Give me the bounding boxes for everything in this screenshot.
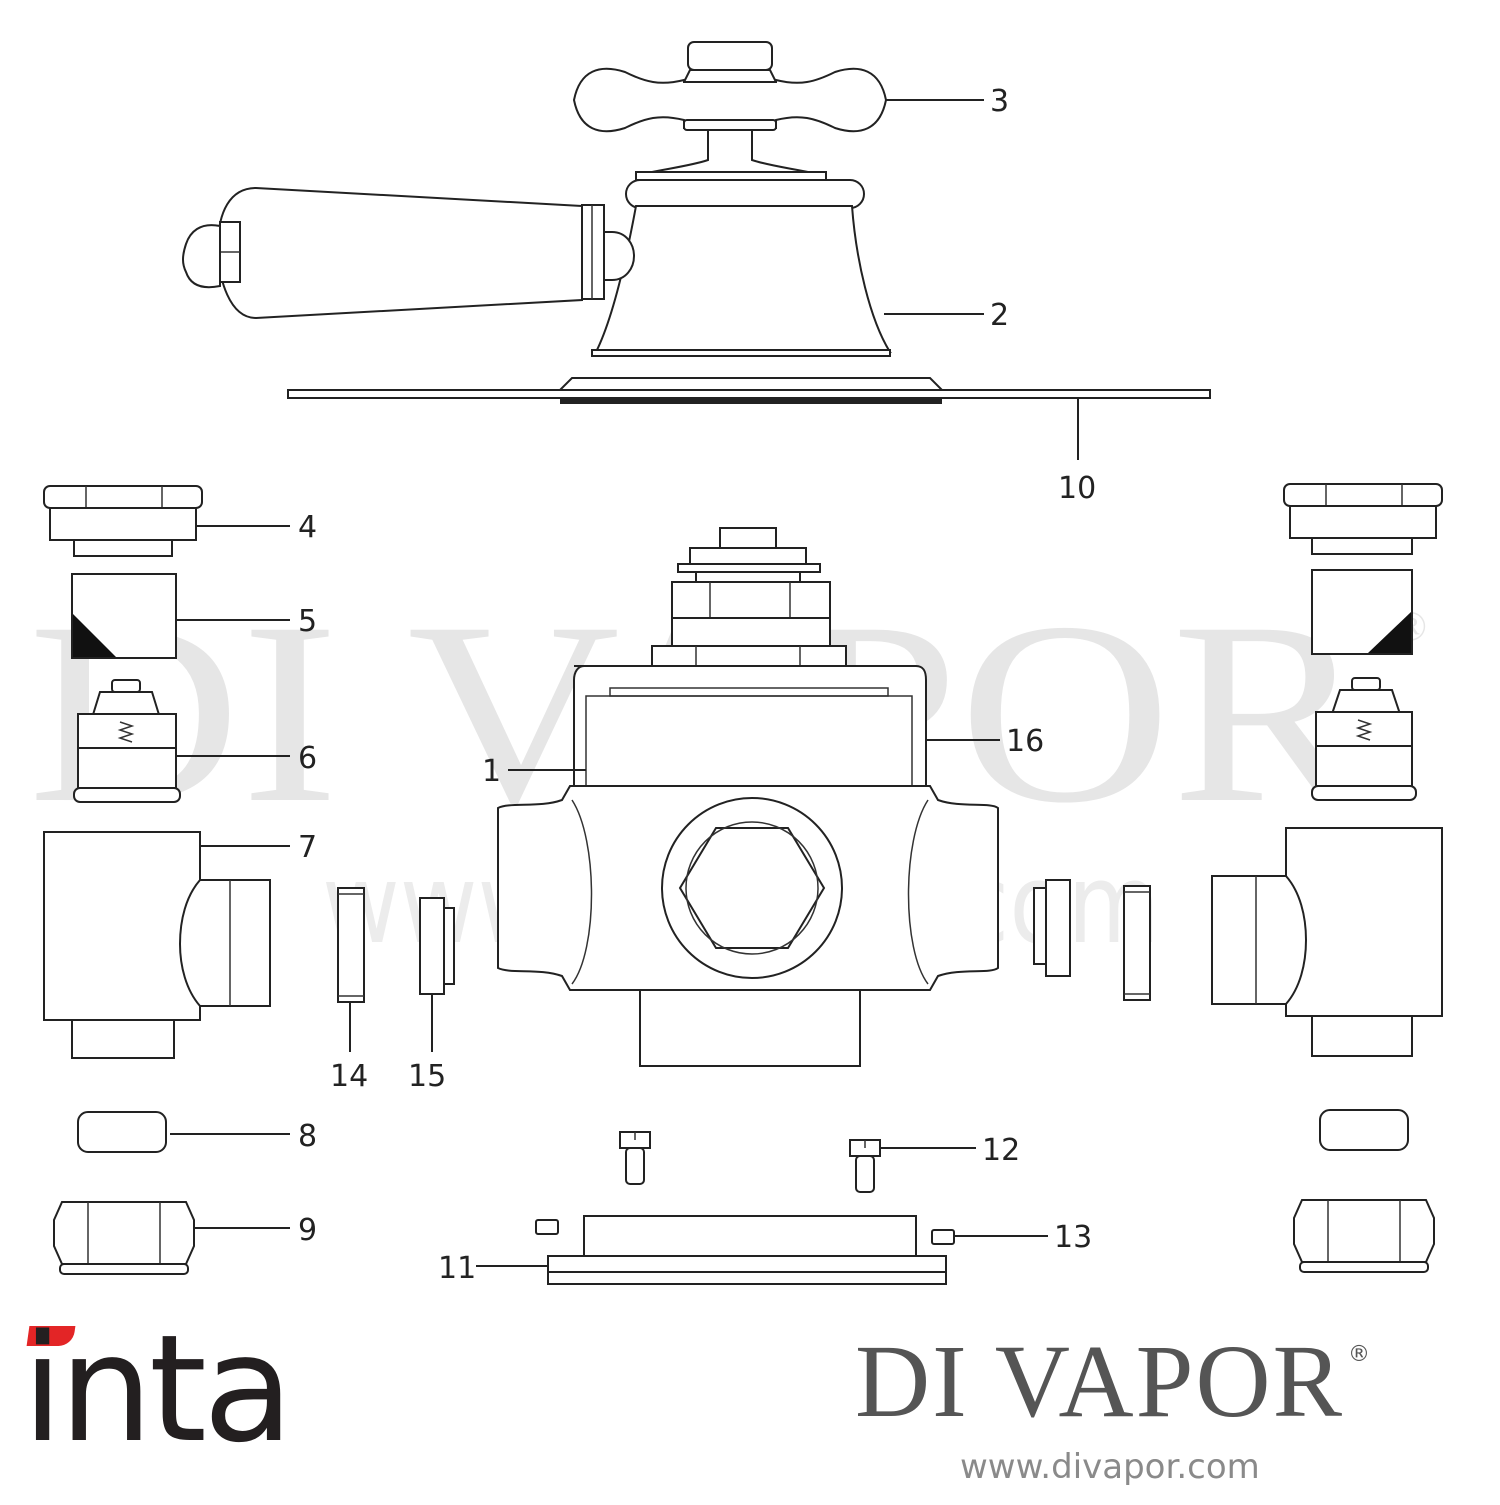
part-4-cap-right [1283,483,1443,555]
callout-10: 10 [1058,471,1096,506]
callout-4: 4 [298,510,317,545]
callout-9: 9 [298,1213,317,1248]
part-15-seal-right [1033,879,1071,977]
part-6-check-valve-right [1311,677,1417,801]
part-5-cartridge-left [71,573,177,659]
callout-13: 13 [1054,1220,1092,1255]
callout-1: 1 [482,754,501,789]
part-13-spacers [535,1219,955,1245]
callout-labels: 3 2 10 4 5 6 7 8 9 14 15 1 16 12 13 11 [298,84,1096,1286]
part-7-elbow-left [43,831,271,1059]
part-12-screws [619,1131,881,1193]
callout-14: 14 [330,1059,368,1094]
part-11-bracket [547,1215,947,1285]
part-1-valve-body [497,527,999,1067]
part-14-washer [337,887,365,1003]
part-15-seal [419,897,455,995]
callout-6: 6 [298,741,317,776]
callout-3: 3 [990,84,1009,119]
part-9-nut-right [1293,1199,1435,1273]
callout-7: 7 [298,830,317,865]
part-10-plate [287,377,1211,404]
callout-2: 2 [990,298,1009,333]
part-9-nut-left [53,1201,195,1275]
part-2-lever-body [182,179,892,357]
part-4-cap-left [43,485,203,557]
inta-logo: inta [22,1303,294,1475]
callout-11: 11 [438,1251,476,1286]
part-7-elbow-right [1211,827,1443,1057]
callout-12: 12 [982,1133,1020,1168]
divapor-url: www.divapor.com [960,1447,1260,1487]
callout-8: 8 [298,1119,317,1154]
callout-15: 15 [408,1059,446,1094]
callout-16: 16 [1006,724,1044,759]
divapor-logo-text: DI VAPOR [855,1324,1344,1439]
part-5-cartridge-right [1311,569,1413,655]
part-8-olive-left [77,1111,167,1153]
registered-mark: ® [1347,1342,1372,1367]
part-6-check-valve-left [73,679,181,803]
part-3-cross-handle [572,41,888,181]
part-8-olive-right [1319,1109,1409,1151]
divapor-logo: DI VAPOR® [855,1330,1372,1434]
leader-lines [170,99,1079,1267]
part-14-washer-right [1123,885,1151,1001]
callout-5: 5 [298,604,317,639]
